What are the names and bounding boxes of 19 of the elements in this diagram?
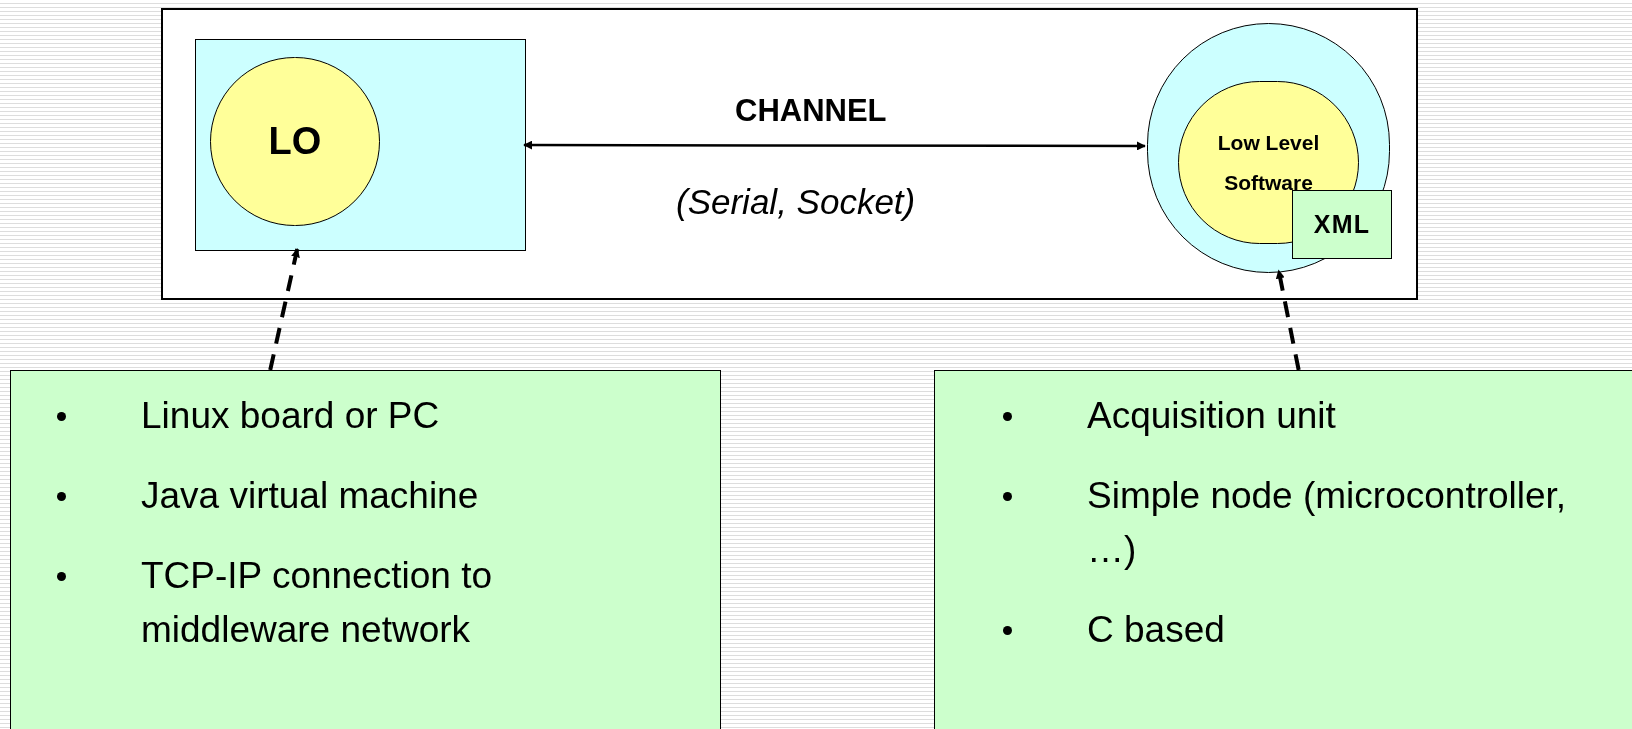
frame-box [161,8,1418,300]
info-card [934,370,1632,729]
edge-label: CHANNEL [735,92,887,130]
bullet-text: TCP-IP connection to middleware network [141,554,493,652]
channel-note: (Serial, Socket) [676,181,916,223]
xml-box [1292,190,1392,259]
bullet-text: Acquisition unit [1087,394,1337,438]
host-box [195,39,526,251]
node-label: LO [268,119,322,164]
dashed-arrow [268,248,300,371]
info-card [10,370,721,729]
dashed-arrow [1275,269,1301,371]
bullet-text: Simple node (microcontroller, …) [1087,474,1567,572]
node-label: XML [1313,208,1371,240]
arrow [523,140,1146,151]
node-label: Low Level Software [1216,129,1321,196]
bullet-text: Linux board or PC [141,394,441,438]
bullet-text: C based [1087,608,1226,652]
bullet-text: Java virtual machine [141,474,480,518]
